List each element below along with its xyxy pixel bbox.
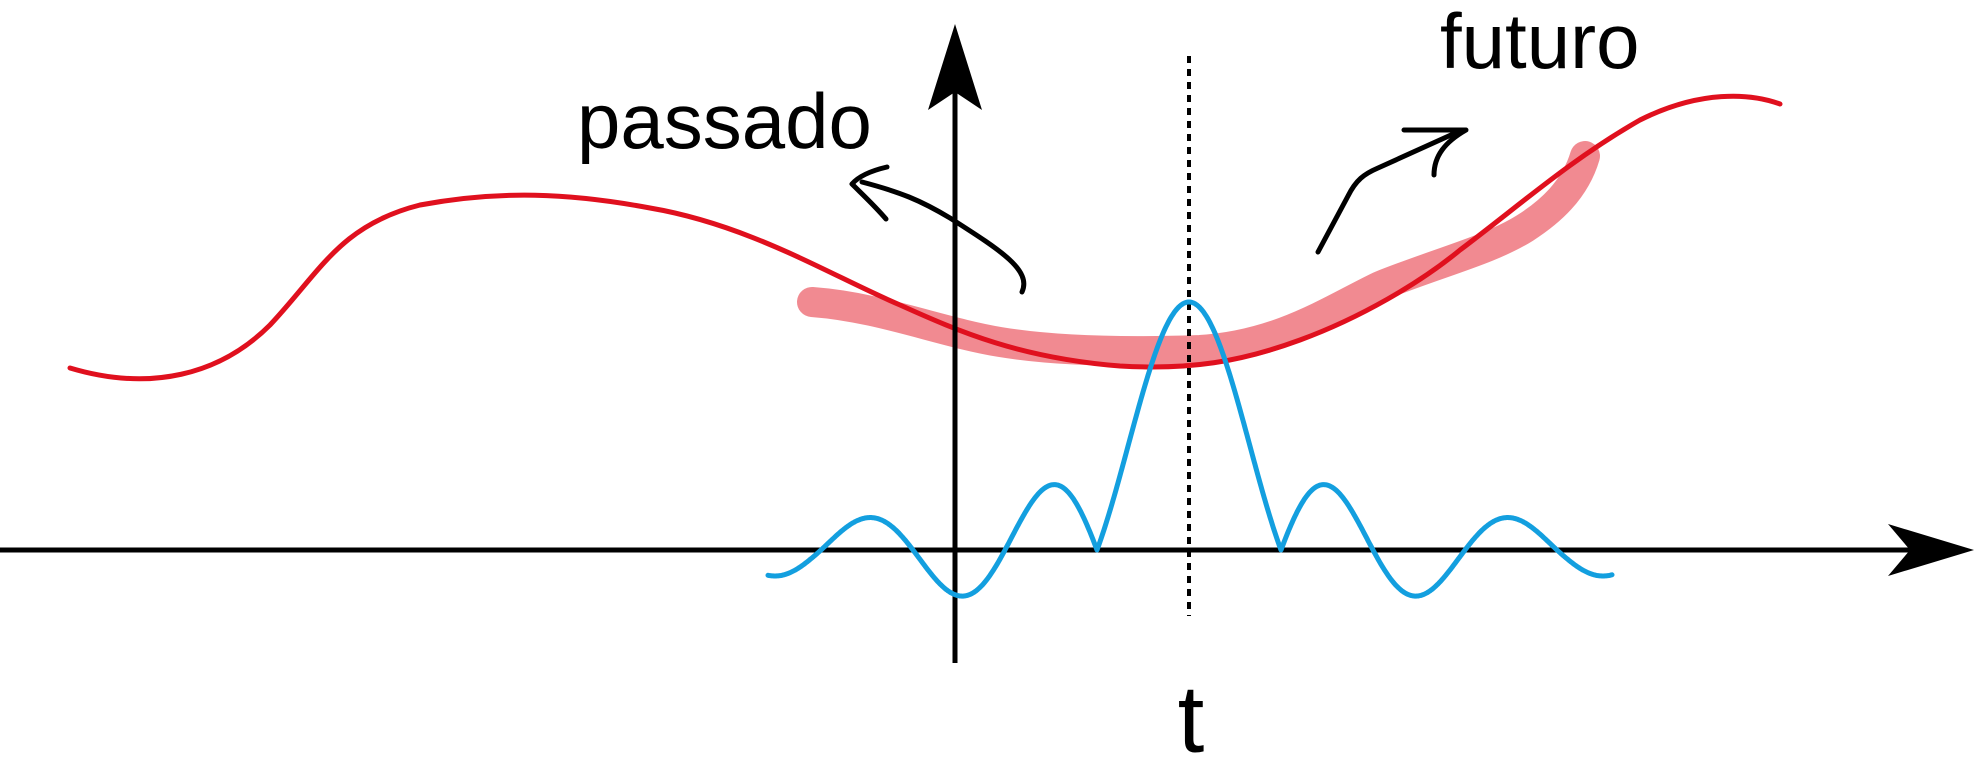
time-axis-arrowhead <box>1888 524 1974 576</box>
vertical-axis-arrowhead <box>928 24 982 110</box>
time-label: t <box>1178 666 1205 773</box>
sinc-kernel-wave <box>765 299 1615 599</box>
past-arrow-head <box>849 164 890 222</box>
highlight-window <box>797 141 1600 367</box>
future-arrow <box>1315 127 1465 255</box>
future-arrow-head <box>1401 127 1469 178</box>
signal-curve <box>67 93 1783 382</box>
past-label: passado <box>577 77 872 165</box>
future-label: futuro <box>1440 0 1639 85</box>
past-arrow <box>859 179 1027 295</box>
